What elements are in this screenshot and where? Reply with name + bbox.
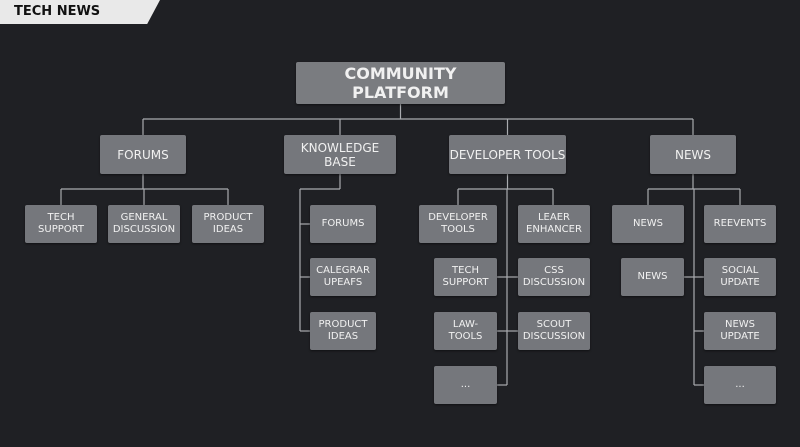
child-node-news-c2: REEVENTS <box>704 205 776 243</box>
branch-forums: FORUMS <box>100 135 186 174</box>
branch-news: NEWS <box>650 135 736 174</box>
branch-dev: DEVELOPER TOOLS <box>449 135 566 174</box>
child-node-forums-c2: GENERAL DISCUSSION <box>108 205 180 243</box>
child-node-forums-c1: TECH SUPPORT <box>25 205 97 243</box>
child-node-news-c3: NEWS <box>621 258 684 296</box>
child-node-kb-c1: FORUMS <box>310 205 376 243</box>
branch-kb: KNOWLEDGE BASE <box>284 135 396 174</box>
child-node-news-c4: SOCIAL UPDATE <box>704 258 776 296</box>
root-node: COMMUNITY PLATFORM <box>296 62 505 104</box>
child-node-news-c1: NEWS <box>612 205 684 243</box>
child-node-kb-c3: PRODUCT IDEAS <box>310 312 376 350</box>
child-node-dev-c2: LEAER ENHANCER <box>518 205 590 243</box>
child-node-dev-c1: DEVELOPER TOOLS <box>419 205 497 243</box>
child-node-news-c5: NEWS UPDATE <box>704 312 776 350</box>
child-node-dev-c7: ... <box>434 366 497 404</box>
child-node-dev-c6: SCOUT DISCUSSION <box>518 312 590 350</box>
child-node-dev-c3: TECH SUPPORT <box>434 258 497 296</box>
child-node-forums-c3: PRODUCT IDEAS <box>192 205 264 243</box>
child-node-kb-c2: CALEGRAR UPEAFS <box>310 258 376 296</box>
child-node-dev-c5: LAW- TOOLS <box>434 312 497 350</box>
header-tag: TECH NEWS UPDATE <box>0 0 160 24</box>
child-node-dev-c4: CSS DISCUSSION <box>518 258 590 296</box>
child-node-news-c6: ... <box>704 366 776 404</box>
